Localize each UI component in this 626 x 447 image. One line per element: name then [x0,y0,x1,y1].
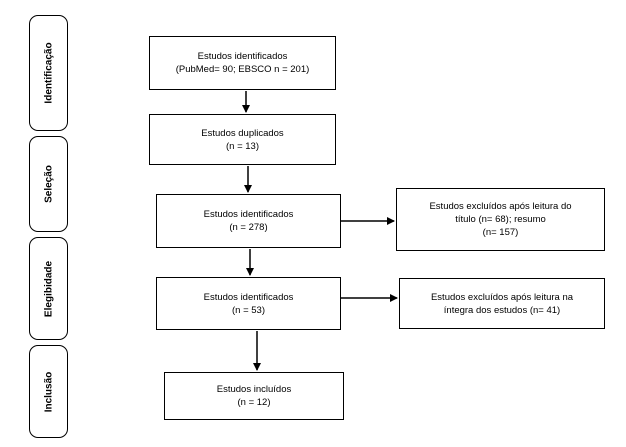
box-excluded-title-abstract: Estudos excluídos após leitura do título… [396,188,605,251]
box-included: Estudos incluídos (n = 12) [164,372,344,420]
box-excluded-title-line3: (n= 157) [482,227,519,238]
box-excluded-title-line1: Estudos excluídos após leitura do [429,201,572,212]
box-duplicates: Estudos duplicados (n = 13) [149,114,336,165]
box-screened-line2: (n = 278) [229,222,268,233]
box-studies-identified: Estudos identificados (PubMed= 90; EBSCO… [149,36,336,90]
box-duplicates-line2: (n = 13) [225,140,259,152]
box-screened-line1: Estudos identificados [203,209,294,220]
box-excluded-title-line2: título (n= 68); resumo [455,214,546,225]
box-eligible-line1: Estudos identificados [203,291,294,303]
box-included-line1: Estudos incluídos [216,384,292,395]
box-screened: Estudos identificados (n = 278) [156,194,341,248]
box-studies-identified-line1: Estudos identificados [197,51,288,62]
box-eligible: Estudos identificados (n = 53) [156,277,341,330]
phase-identification: Identificação [29,15,68,131]
box-excluded-full-line1: Estudos excluídos após leitura na [430,291,574,303]
phase-inclusion: Inclusão [29,345,68,438]
box-studies-identified-line2: (PubMed= 90; EBSCO n = 201) [175,64,310,75]
phase-eligibility: Elegibidade [29,237,68,340]
box-excluded-full-line2: íntegra dos estudos (n= 41) [443,304,561,316]
box-eligible-line2: (n = 53) [231,304,265,316]
box-excluded-full-text: Estudos excluídos após leitura na íntegr… [399,278,605,329]
phase-selection: Seleção [29,136,68,232]
box-duplicates-line1: Estudos duplicados [201,127,284,139]
box-included-line2: (n = 12) [237,397,271,408]
